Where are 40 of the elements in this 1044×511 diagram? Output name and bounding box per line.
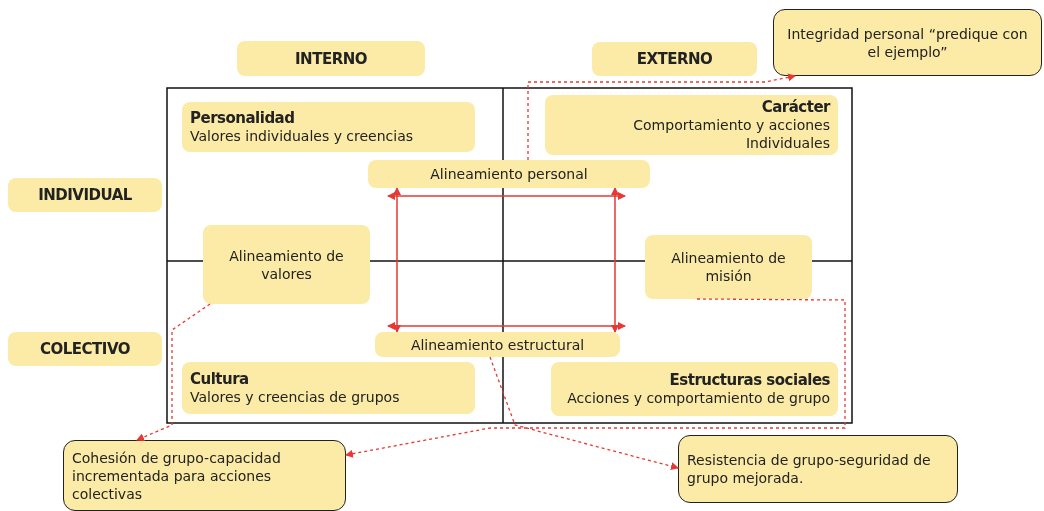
- box-text: INTERNO: [294, 49, 368, 68]
- heading-label: [592, 42, 757, 76]
- box-text: INDIVIDUAL: [37, 186, 133, 204]
- quadrant-box: [551, 362, 838, 416]
- box-heading: Cultura: [190, 370, 250, 388]
- dotted-arrow: [136, 303, 211, 441]
- note-box: [63, 440, 346, 511]
- box-text: Alineamiento de misión: [670, 249, 787, 285]
- box-heading: Carácter: [760, 98, 830, 116]
- box-text: Alineamiento de valores: [228, 246, 345, 283]
- box-text: Alineamiento estructural: [409, 335, 586, 354]
- dotted-arrow: [489, 356, 679, 471]
- quadrant-box: [545, 95, 838, 155]
- box-text: Valores individuales y creencias: [190, 127, 415, 145]
- box-text: EXTERNO: [635, 50, 714, 68]
- double-arrow: [393, 187, 401, 333]
- note-box: [678, 435, 958, 503]
- dotted-arrow: [345, 298, 846, 458]
- box-text: Comportamiento y acciones Individuales: [632, 116, 830, 152]
- box-heading: Personalidad: [190, 109, 296, 127]
- quadrant-box: [182, 362, 475, 414]
- box-text: Integridad personal “predique con el ejemplo”: [786, 24, 1029, 61]
- box-text: Cohesión de grupo-capacidad incrementada para acciones colectivas: [72, 448, 282, 503]
- alignment-box: [375, 332, 620, 357]
- quadrant-box: [182, 102, 475, 152]
- heading-label: [8, 178, 162, 212]
- box-text: Resistencia de grupo-seguridad de grupo mejorada.: [687, 451, 932, 487]
- heading-label: [8, 332, 162, 366]
- dotted-arrow: [527, 73, 796, 161]
- box-text: Valores y creencias de grupos: [190, 388, 401, 406]
- box-text: COLECTIVO: [39, 340, 131, 358]
- alignment-box: [203, 225, 370, 304]
- heading-label: [237, 41, 425, 76]
- box-heading: Estructuras sociales: [668, 371, 830, 389]
- note-box: [773, 9, 1042, 76]
- box-text: Acciones y comportamiento de grupo: [566, 389, 830, 407]
- alignment-box: [645, 235, 812, 299]
- box-text: Alineamiento personal: [429, 165, 589, 183]
- double-arrow: [611, 187, 619, 333]
- alignment-box: [368, 160, 650, 188]
